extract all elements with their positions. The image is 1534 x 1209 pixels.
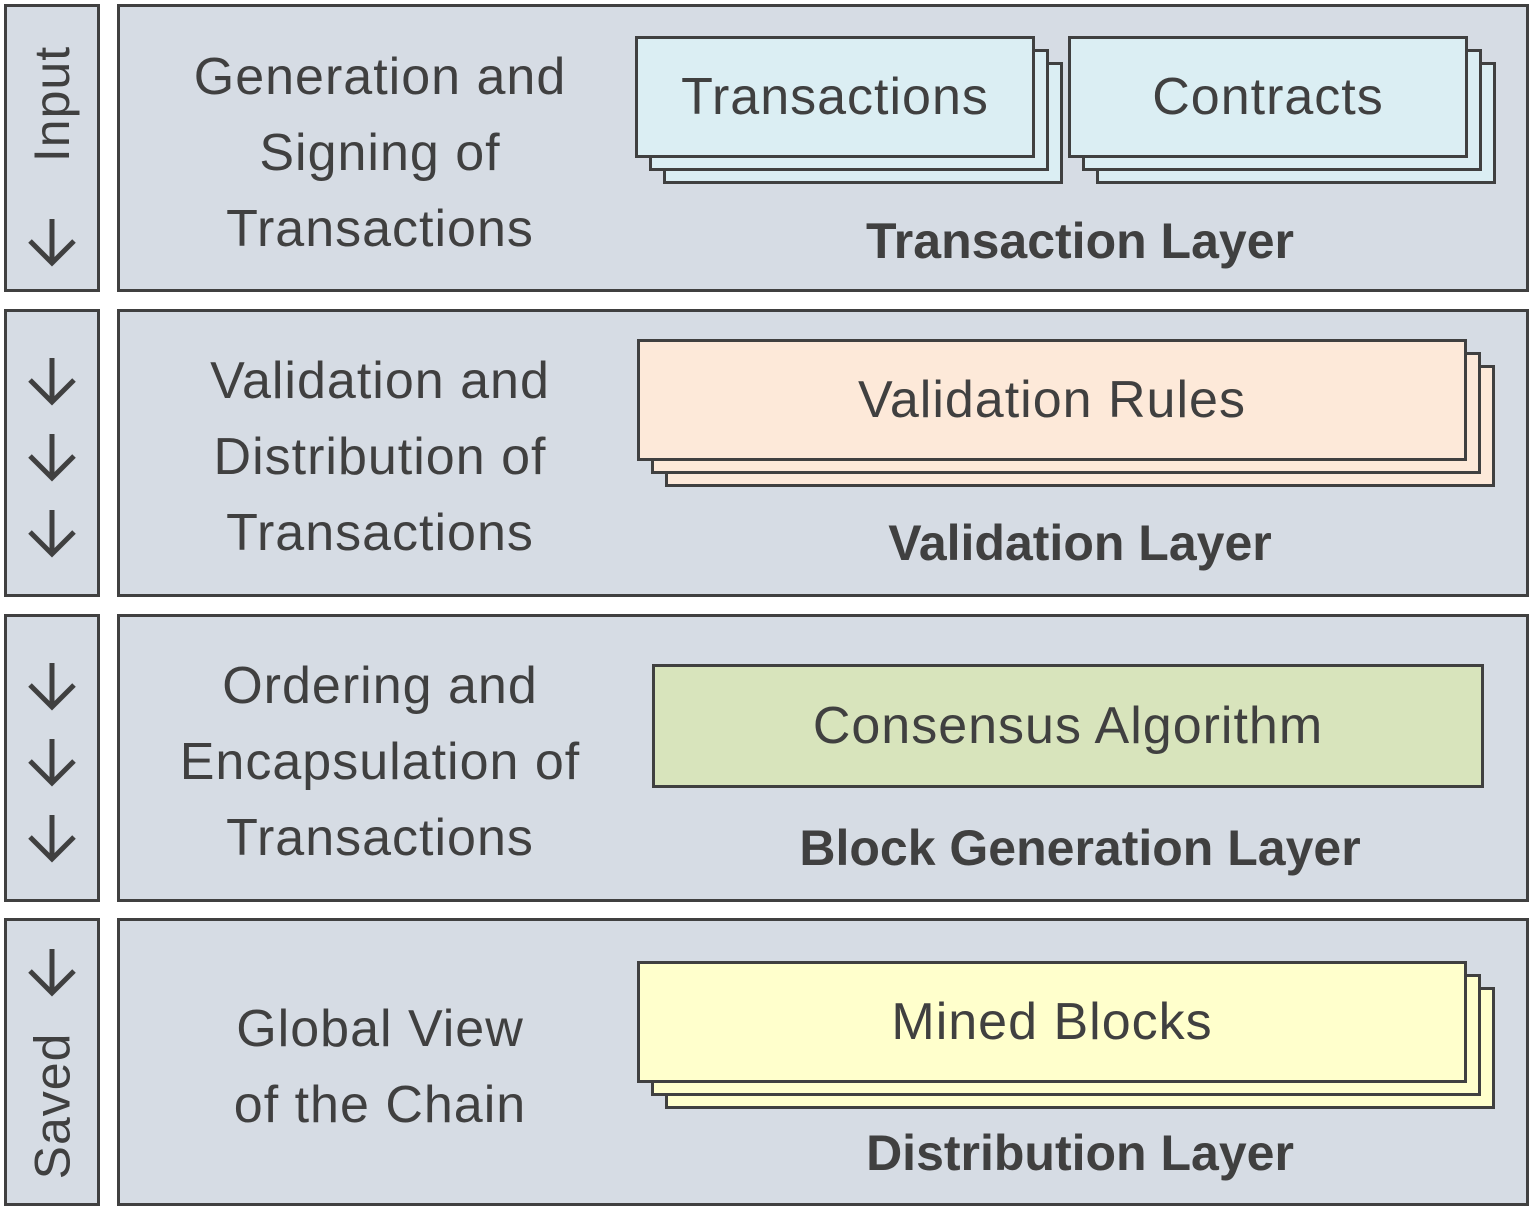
arrow-down-icon — [7, 661, 97, 711]
side-strip-validation — [4, 309, 100, 597]
contracts-card-stack: Contracts — [1068, 36, 1498, 186]
transactions-card-stack: Transactions — [635, 36, 1065, 186]
arrow-down-icon — [7, 737, 97, 787]
transaction-layer-panel: Generation and Signing of Transactions T… — [117, 4, 1529, 292]
validation-layer-title: Validation Layer — [888, 515, 1272, 571]
arrow-down-icon — [7, 813, 97, 863]
validation-layer-description: Validation and Distribution of Transacti… — [210, 352, 550, 562]
input-label: Input — [24, 45, 80, 163]
side-strip-distribution: Saved — [4, 918, 100, 1206]
arrow-down-icon — [7, 432, 97, 482]
transactions-card: Transactions — [635, 36, 1035, 158]
block-generation-layer-panel: Ordering and Encapsulation of Transactio… — [117, 614, 1529, 902]
validation-rules-card-stack: Validation Rules — [637, 339, 1499, 489]
mined-blocks-card-stack: Mined Blocks — [637, 961, 1499, 1111]
block-generation-layer-title: Block Generation Layer — [799, 820, 1361, 876]
distribution-layer-title: Distribution Layer — [866, 1125, 1294, 1181]
transaction-layer-title: Transaction Layer — [866, 213, 1294, 269]
consensus-algorithm-card: Consensus Algorithm — [652, 664, 1484, 788]
arrow-down-icon — [7, 217, 97, 267]
validation-layer-panel: Validation and Distribution of Transacti… — [117, 309, 1529, 597]
arrow-down-icon — [7, 947, 97, 997]
transaction-layer-description: Generation and Signing of Transactions — [193, 48, 567, 258]
distribution-layer-description: Global View of the Chain — [233, 1000, 527, 1134]
validation-rules-card: Validation Rules — [637, 339, 1467, 461]
contracts-card: Contracts — [1068, 36, 1468, 158]
arrow-down-icon — [7, 356, 97, 406]
mined-blocks-card: Mined Blocks — [637, 961, 1467, 1083]
side-strip-transaction: Input — [4, 4, 100, 292]
block-generation-layer-description: Ordering and Encapsulation of Transactio… — [179, 657, 581, 867]
side-strip-block-generation — [4, 614, 100, 902]
arrow-down-icon — [7, 508, 97, 558]
saved-label: Saved — [24, 1032, 80, 1180]
distribution-layer-panel: Global View of the Chain Mined Blocks Di… — [117, 918, 1529, 1206]
